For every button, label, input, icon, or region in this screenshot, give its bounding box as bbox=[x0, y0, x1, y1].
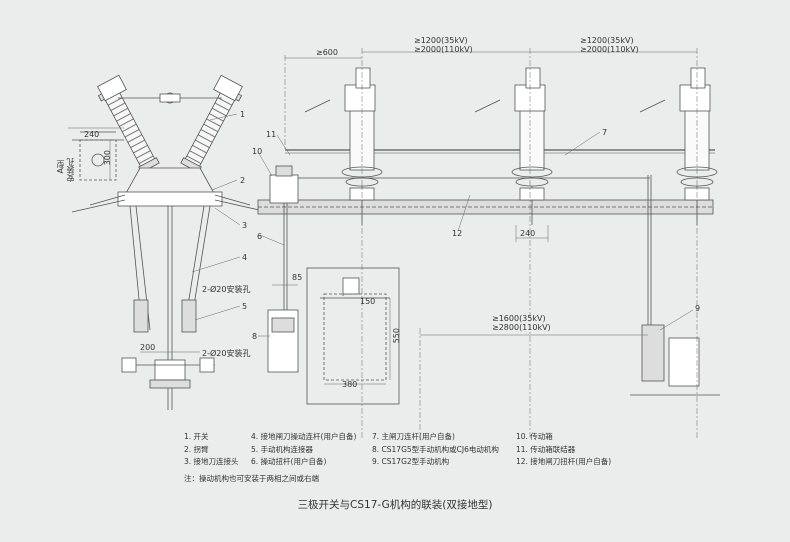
switch-side-view bbox=[71, 74, 269, 410]
dim-550: 550 bbox=[392, 328, 401, 344]
dim-span1-110kv: ≥2000(110kV) bbox=[414, 45, 473, 54]
dim-85: 85 bbox=[292, 273, 303, 282]
mounting-beam bbox=[257, 149, 715, 215]
callout-3: 3 bbox=[242, 221, 248, 230]
installation-note: 注：操动机构也可安装于两相之间或右端 bbox=[184, 474, 319, 483]
dim-span2-35kv: ≥1200(35kV) bbox=[580, 36, 634, 45]
callout-9: 9 bbox=[695, 304, 701, 313]
right-mechanism bbox=[630, 175, 720, 396]
callout-2: 2 bbox=[240, 176, 246, 185]
callout-11: 11 bbox=[266, 130, 277, 139]
callout-6: 6 bbox=[257, 232, 263, 241]
a-type-label: A型 bbox=[56, 160, 65, 174]
dim-span3-110kv: ≥2800(110kV) bbox=[492, 323, 551, 332]
dim-380: 380 bbox=[342, 380, 358, 389]
legend-item: 9. CS17G2型手动机构 bbox=[372, 457, 450, 466]
dim-hole-1: 2-Ø20安装孔 bbox=[202, 285, 251, 294]
transmission-box bbox=[267, 165, 299, 373]
callout-8: 8 bbox=[252, 332, 258, 341]
legend-item: 8. CS17G5型手动机构或CJ6电动机构 bbox=[372, 444, 499, 454]
dim-300: 300 bbox=[103, 150, 112, 166]
callout-10: 10 bbox=[252, 147, 263, 156]
dim-span2-110kv: ≥2000(110kV) bbox=[580, 45, 639, 54]
legend-item: 5. 手动机构连接器 bbox=[251, 444, 314, 454]
leader-lines bbox=[191, 113, 694, 337]
dim-600: ≥600 bbox=[316, 48, 338, 57]
legend-column-4: 10. 传动箱 11. 传动箱联结器 12. 接地闸刀扭杆(用户自备) bbox=[516, 431, 611, 469]
dim-240b: 240 bbox=[520, 229, 536, 238]
legend-item: 3. 接地刀连接头 bbox=[184, 457, 239, 466]
legend-column-3: 7. 主闸刀连杆(用户自备) 8. CS17G5型手动机构或CJ6电动机构 9.… bbox=[372, 431, 499, 469]
callout-12: 12 bbox=[452, 229, 463, 238]
dim-span1-35kv: ≥1200(35kV) bbox=[414, 36, 468, 45]
legend-item: 7. 主闸刀连杆(用户自备) bbox=[372, 432, 455, 441]
legend-item: 4. 接地闸刀操动连杆(用户自备) bbox=[251, 432, 357, 441]
legend-column-2: 4. 接地闸刀操动连杆(用户自备) 5. 手动机构连接器 6. 操动扭杆(用户自… bbox=[251, 431, 356, 469]
mount-hole-label: 安装孔 bbox=[66, 158, 75, 182]
dim-hole-2: 2-Ø20安装孔 bbox=[202, 349, 251, 358]
legend-item: 2. 拐臂 bbox=[184, 444, 209, 454]
dim-240: 240 bbox=[84, 130, 100, 139]
dim-span3-35kv: ≥1600(35kV) bbox=[492, 314, 546, 323]
callout-5: 5 bbox=[242, 302, 248, 311]
legend-item: 10. 传动箱 bbox=[516, 432, 553, 441]
legend-column-1: 1. 开关 2. 拐臂 3. 接地刀连接头 bbox=[184, 431, 239, 469]
legend-item: 12. 接地闸刀扭杆(用户自备) bbox=[516, 457, 612, 466]
dimension-lines bbox=[68, 48, 698, 440]
callout-1: 1 bbox=[240, 110, 246, 119]
legend-item: 1. 开关 bbox=[184, 432, 209, 441]
callout-7: 7 bbox=[602, 128, 608, 137]
cabinet-detail bbox=[306, 267, 400, 405]
dim-150: 150 bbox=[360, 297, 376, 306]
legend-item: 11. 传动箱联结器 bbox=[516, 444, 576, 454]
dim-200: 200 bbox=[140, 343, 156, 352]
figure-caption: 三极开关与CS17-G机构的联装(双接地型) bbox=[297, 499, 493, 511]
legend-item: 6. 操动扭杆(用户自备) bbox=[251, 457, 327, 466]
callout-4: 4 bbox=[242, 253, 248, 262]
